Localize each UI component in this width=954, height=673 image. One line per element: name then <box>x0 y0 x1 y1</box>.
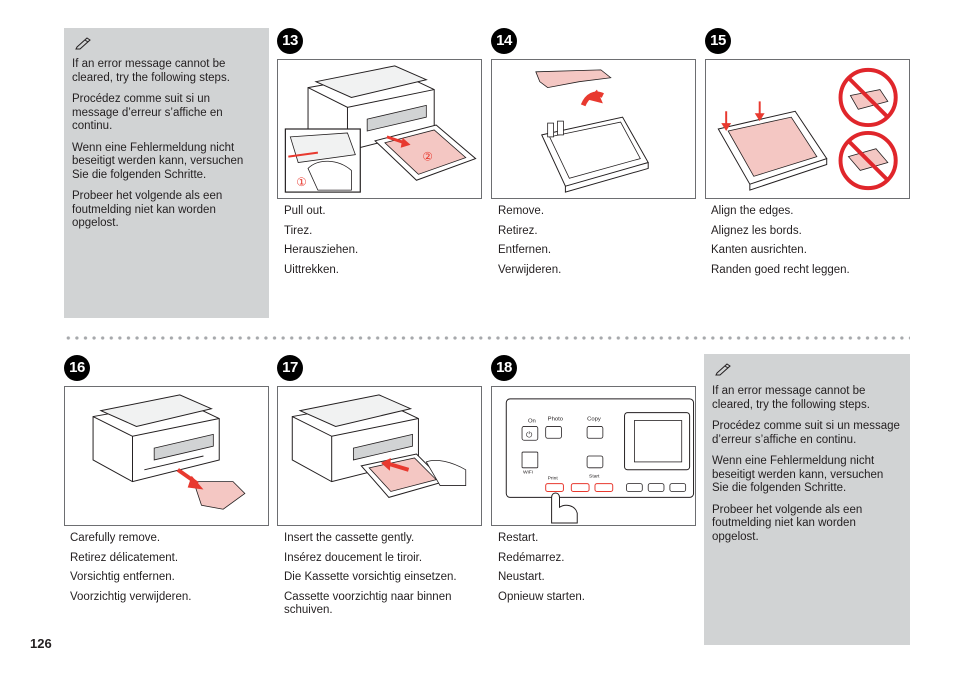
caption-fr: Retirez délicatement. <box>70 551 179 564</box>
figure-control-panel: On ⏻ Photo Copy WiFi Print Start <box>491 386 696 526</box>
dotted-divider <box>64 336 910 340</box>
caption-fr: Insérez doucement le tiroir. <box>284 551 423 564</box>
note-nl: Probeer het volgende als een foutmelding… <box>72 190 223 229</box>
panel-copy-label: Copy <box>587 417 601 423</box>
pencil-note-icon <box>75 37 91 50</box>
caption-nl: Randen goed recht leggen. <box>711 263 850 276</box>
printer-insert-illustration <box>291 394 467 498</box>
step-number-17: 17 <box>277 355 303 381</box>
wifi-indicator <box>521 451 539 469</box>
page-number: 126 <box>30 636 52 651</box>
panel-print-label: Print <box>548 476 559 482</box>
caption-en: Pull out. <box>284 205 326 217</box>
panel-photo-label: Photo <box>548 417 564 423</box>
callout-1: ① <box>296 175 307 189</box>
printer-pull-out-illustration: ② ① <box>284 65 477 193</box>
step-number-14: 14 <box>491 28 517 54</box>
note-de: Wenn eine Fehlermeldung nicht beseitigt … <box>712 455 884 494</box>
caption-step-17: Insert the cassette gently. Insérez douc… <box>284 532 479 624</box>
caption-nl: Opnieuw starten. <box>498 590 585 603</box>
step-number-15: 15 <box>705 28 731 54</box>
caption-en: Align the edges. <box>711 205 794 217</box>
note-en: If an error message cannot be cleared, t… <box>712 385 870 411</box>
caption-de: Neustart. <box>498 571 545 583</box>
caption-step-18: Restart. Redémarrez. Neustart. Opnieuw s… <box>498 532 693 610</box>
caption-de: Die Kassette vorsichtig einsetzen. <box>284 571 457 583</box>
caption-en: Remove. <box>498 205 545 217</box>
start-color-button <box>570 483 590 492</box>
caption-step-13: Pull out. Tirez. Herausziehen. Uittrekke… <box>284 205 479 283</box>
caption-fr: Retirez. <box>498 224 538 237</box>
figure-remove-jammed-paper <box>64 386 269 526</box>
remove-paper-illustration <box>535 69 649 193</box>
caption-en: Restart. <box>498 532 539 544</box>
caption-de: Kanten ausrichten. <box>711 244 807 256</box>
step-number-13: 13 <box>277 28 303 54</box>
caption-nl: Cassette voorzichtig naar binnen schuive… <box>284 590 452 617</box>
figure-pull-out-cassette: ② ① <box>277 59 482 199</box>
caption-step-15: Align the edges. Alignez les bords. Kant… <box>711 205 906 283</box>
note-box-top: If an error message cannot be cleared, t… <box>64 28 269 318</box>
panel-wifi-label: WiFi <box>523 470 533 476</box>
control-panel-illustration: On ⏻ Photo Copy WiFi Print Start <box>505 398 695 524</box>
note-nl: Probeer het volgende als een foutmelding… <box>712 503 863 543</box>
align-edges-illustration <box>717 67 898 191</box>
panel-on-label: On <box>528 418 536 424</box>
figure-align-edges <box>705 59 910 199</box>
caption-de: Herausziehen. <box>284 244 359 256</box>
caption-en: Insert the cassette gently. <box>284 532 415 544</box>
svg-text:⏻: ⏻ <box>526 430 533 439</box>
callout-2: ② <box>422 150 433 164</box>
caption-nl: Voorzichtig verwijderen. <box>70 590 192 603</box>
caption-fr: Alignez les bords. <box>711 224 802 237</box>
caption-nl: Verwijderen. <box>498 263 562 276</box>
figure-remove-paper <box>491 59 696 199</box>
figure-insert-cassette <box>277 386 482 526</box>
note-de: Wenn eine Fehlermeldung nicht beseitigt … <box>72 141 244 181</box>
power-button <box>521 426 539 441</box>
caption-step-14: Remove. Retirez. Entfernen. Verwijderen. <box>498 205 693 283</box>
panel-start-label: Start <box>589 474 600 480</box>
prohibited-icon-1 <box>838 67 898 128</box>
step-number-16: 16 <box>64 355 90 381</box>
prohibited-icon-2 <box>838 130 898 191</box>
caption-nl: Uittrekken. <box>284 263 339 276</box>
caption-fr: Redémarrez. <box>498 551 565 564</box>
caption-de: Entfernen. <box>498 244 552 256</box>
note-fr: Procédez comme suit si un message d’erre… <box>712 420 900 446</box>
caption-de: Vorsichtig entfernen. <box>70 571 175 583</box>
caption-fr: Tirez. <box>284 224 313 237</box>
pencil-note-icon <box>715 363 731 376</box>
step-number-18: 18 <box>491 355 517 381</box>
note-en: If an error message cannot be cleared, t… <box>72 58 230 84</box>
caption-step-16: Carefully remove. Retirez délicatement. … <box>70 532 265 610</box>
note-box-bottom: If an error message cannot be cleared, t… <box>704 354 910 645</box>
note-text-bottom: If an error message cannot be cleared, t… <box>712 385 900 552</box>
printer-remove-illustration <box>92 394 246 510</box>
pressing-hand-icon <box>551 492 578 524</box>
note-fr: Procédez comme suit si un message d’erre… <box>72 93 223 132</box>
caption-en: Carefully remove. <box>70 532 161 544</box>
start-bw-button <box>545 483 564 492</box>
note-text-top: If an error message cannot be cleared, t… <box>72 58 259 239</box>
